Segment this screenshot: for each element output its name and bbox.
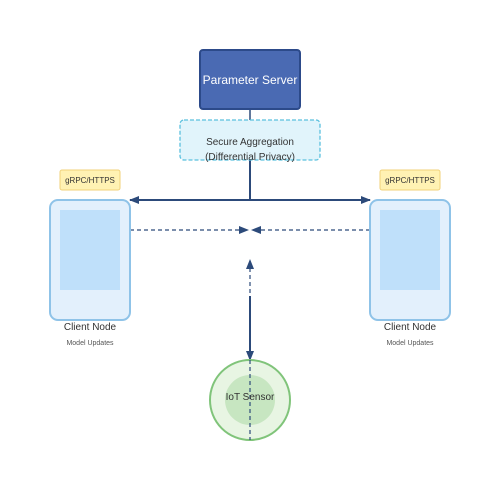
left-client-node[interactable]: Client Node Model Updates (49, 199, 131, 347)
right-client-label: Client Node (384, 322, 437, 333)
left-client-subtitle: Model Updates (66, 340, 114, 347)
left-client-screen (60, 210, 120, 290)
right-protocol-label: gRPC/HTTPS (385, 176, 435, 185)
right-protocol-badge: gRPC/HTTPS (379, 169, 441, 191)
parameter-server-node[interactable]: Parameter Server (199, 49, 301, 110)
iot-sensor-inner-circle (225, 375, 275, 425)
secure-aggregation-node[interactable]: Secure Aggregation (Differential Privacy… (179, 119, 321, 163)
differential-privacy-label: (Differential Privacy) (205, 152, 295, 163)
iot-sensor-node[interactable]: IoT Sensor (209, 359, 291, 441)
iot-sensor-label: IoT Sensor (226, 392, 275, 403)
secure-aggregation-label: Secure Aggregation (206, 137, 294, 148)
parameter-server-box (199, 49, 301, 110)
left-protocol-label: gRPC/HTTPS (65, 176, 115, 185)
left-protocol-badge: gRPC/HTTPS (59, 169, 121, 191)
left-client-label: Client Node (64, 322, 117, 333)
left-protocol-badge-box (59, 169, 121, 191)
right-client-node[interactable]: Client Node Model Updates (369, 199, 451, 347)
right-client-subtitle: Model Updates (386, 340, 434, 347)
parameter-server-label: Parameter Server (203, 73, 298, 87)
right-client-screen (380, 210, 440, 290)
secure-aggregation-box (179, 119, 321, 161)
right-protocol-badge-box (379, 169, 441, 191)
